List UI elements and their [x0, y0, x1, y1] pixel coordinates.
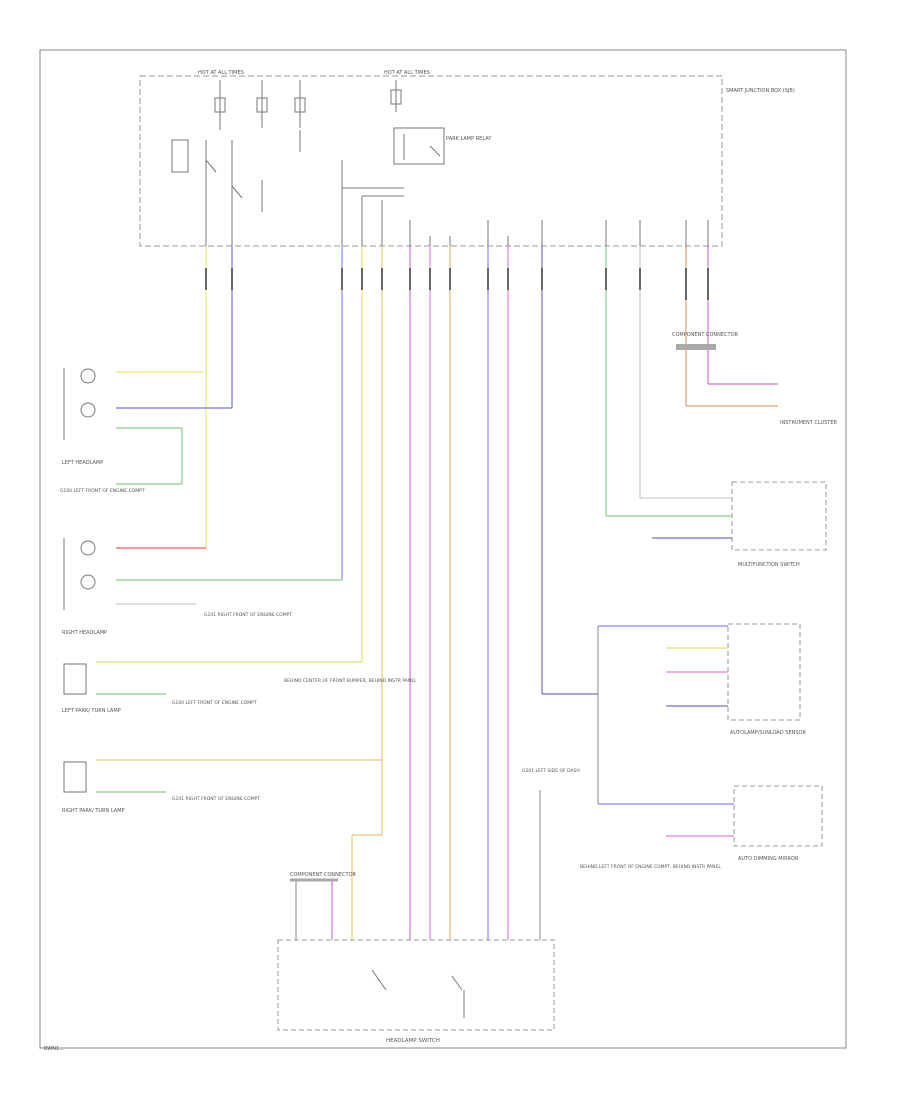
- right-ground-label: G101 RIGHT FRONT OF ENGINE COMPT: [204, 612, 292, 618]
- auto-dimming-mirror: [598, 785, 823, 847]
- left-headlamp: [63, 368, 232, 485]
- box-terminals: [409, 220, 709, 246]
- relay-label: PARK LAMP RELAY: [446, 136, 492, 142]
- right-headlamp: [63, 538, 342, 610]
- multifunction-switch: [606, 481, 827, 551]
- splice-note-right: BEHIND LEFT FRONT OF ENGINE COMPT, BEHIN…: [580, 864, 721, 870]
- junction-box: [139, 75, 723, 247]
- outer-frame: [39, 49, 847, 1049]
- connector-ticks: [205, 268, 709, 300]
- headlamp-relay-contacts: [171, 130, 404, 246]
- left-park-label: LEFT PARK/ TURN LAMP: [62, 708, 121, 714]
- headlamp-switch-title: HEADLAMP SWITCH: [386, 1038, 440, 1044]
- main-wires: [205, 246, 709, 940]
- headlamp-switch-conn-label: COMPONENT CONNECTOR: [290, 872, 357, 878]
- ground-left-mid-label: G201 LEFT SIDE OF DASH: [522, 768, 580, 774]
- top-mid-fuse-label: HOT AT ALL TIMES: [384, 70, 430, 76]
- ground-park-r-label: G101 RIGHT FRONT OF ENGINE COMPT: [172, 796, 260, 802]
- headlamp-switch: [277, 834, 555, 1031]
- switch-internal: [371, 969, 465, 1018]
- park-lamp-relay: [393, 127, 445, 165]
- instrument-cluster: [676, 344, 778, 407]
- fuse-group: [214, 80, 402, 130]
- sjb-label: SMART JUNCTION BOX (SJB): [726, 88, 795, 94]
- ground-park-l-label: G100 LEFT FRONT OF ENGINE COMPT: [172, 700, 257, 706]
- right-park-label: RIGHT PARK/ TURN LAMP: [62, 808, 125, 814]
- left-park-lamp: [63, 661, 362, 695]
- cluster-conn-label: COMPONENT CONNECTOR: [672, 332, 739, 338]
- footer-code: BWN1...: [44, 1046, 64, 1052]
- top-left-fuse-label: HOT AT ALL TIMES: [198, 70, 244, 76]
- autolamp-sensor: [542, 623, 801, 804]
- autolamp-note: AUTO DIMMING MIRROR: [738, 856, 799, 862]
- left-ground-label: G100 LEFT FRONT OF ENGINE COMPT: [60, 488, 145, 494]
- right-headlamp-label: RIGHT HEADLAMP: [62, 630, 107, 636]
- left-headlamp-label: LEFT HEADLAMP: [62, 460, 103, 466]
- cluster-label: INSTRUMENT CLUSTER: [780, 420, 838, 426]
- splice-note-left: BEHIND CENTER OF FRONT BUMPER, BEHIND IN…: [284, 678, 417, 684]
- multifunction-label: MULTIFUNCTION SWITCH: [738, 562, 800, 568]
- autolamp-label: AUTOLAMP/SUNLOAD SENSOR: [730, 730, 806, 736]
- right-park-lamp: [63, 759, 382, 793]
